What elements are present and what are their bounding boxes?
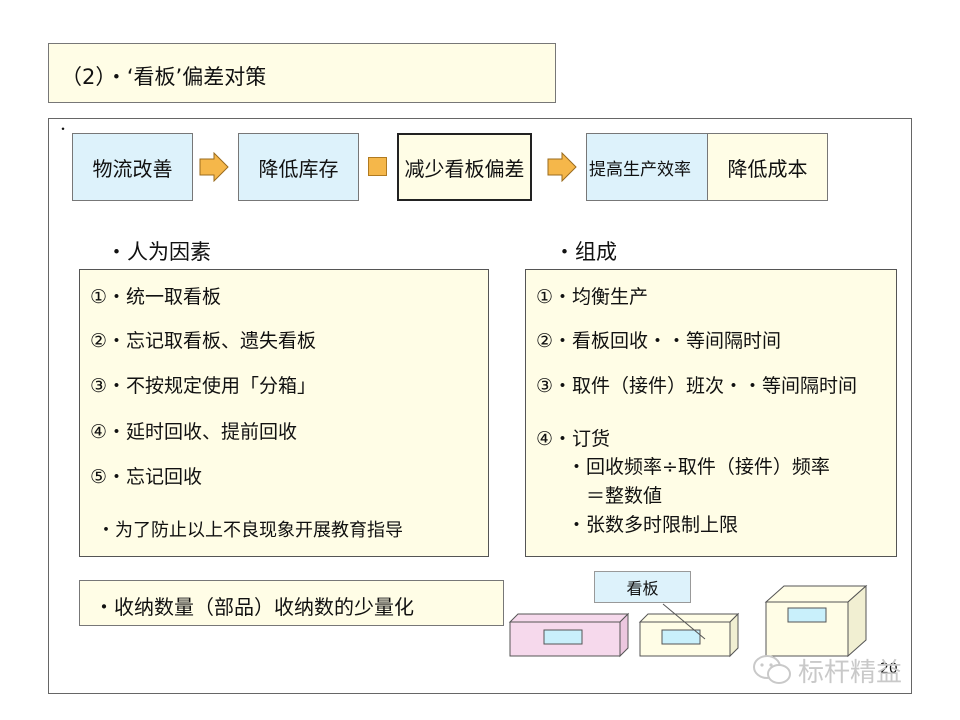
composition-sub-item: ・张数多时限制上限 [567, 510, 738, 537]
flow-step-label: 提高生产效率 [589, 155, 691, 180]
kanban-label-text: 看板 [626, 575, 658, 599]
human-factors-heading: ・人为因素 [106, 236, 211, 266]
square-marker-icon [368, 157, 387, 176]
kanban-label: 看板 [594, 571, 691, 603]
small-container-icon [508, 610, 630, 660]
flow-step-label: 降低库存 [259, 153, 339, 182]
composition-heading: ・组成 [554, 236, 617, 266]
watermark: 标杆精益 [752, 650, 932, 690]
composition-item: ①・均衡生产 [536, 282, 648, 309]
watermark-text: 标杆精益 [798, 652, 902, 689]
human-factor-item: ③・不按规定使用「分箱」 [90, 371, 316, 398]
flow-step-label: 物流改善 [93, 153, 173, 182]
composition-item: ②・看板回收・・等间隔时间 [536, 326, 781, 353]
composition-item: ④・订货 [536, 424, 610, 451]
frame-dot: ・ [57, 120, 69, 137]
storage-quantity-text: ・收纳数量（部品）收纳数的少量化 [94, 595, 414, 619]
human-factor-item: ①・统一取看板 [90, 282, 221, 309]
flow-step-cost: 降低成本 [707, 133, 828, 201]
flow-step-label: 减少看板偏差 [405, 153, 525, 182]
page-title: （2）・‘看板’偏差对策 [48, 43, 556, 103]
composition-item: ③・取件（接件）班次・・等间隔时间 [536, 371, 857, 398]
composition-sub-item: ・回收频率÷取件（接件）频率 [567, 452, 830, 479]
wechat-icon [752, 654, 792, 686]
flow-step-efficiency: 提高生产效率 [586, 133, 708, 201]
human-factor-item: ④・延时回收、提前回收 [90, 417, 297, 444]
flow-step-label: 降低成本 [728, 153, 808, 182]
human-factor-note: ・为了防止以上不良现象开展教育指导 [97, 516, 403, 542]
human-factors-panel [79, 269, 489, 557]
flow-step-inventory: 降低库存 [238, 133, 359, 201]
large-container-icon [764, 584, 870, 658]
flow-step-kanban-deviation: 减少看板偏差 [397, 133, 532, 201]
arrow-right-icon [199, 152, 229, 182]
storage-quantity-box: ・收纳数量（部品）收纳数的少量化 [79, 580, 504, 626]
composition-sub-item: ＝整数値 [567, 481, 662, 508]
human-factor-item: ②・忘记取看板、遗失看板 [90, 326, 316, 353]
kanban-pointer-line [641, 603, 711, 643]
arrow-right-icon [547, 152, 577, 182]
flow-step-logistics: 物流改善 [72, 133, 193, 201]
human-factor-item: ⑤・忘记回收 [90, 462, 202, 489]
